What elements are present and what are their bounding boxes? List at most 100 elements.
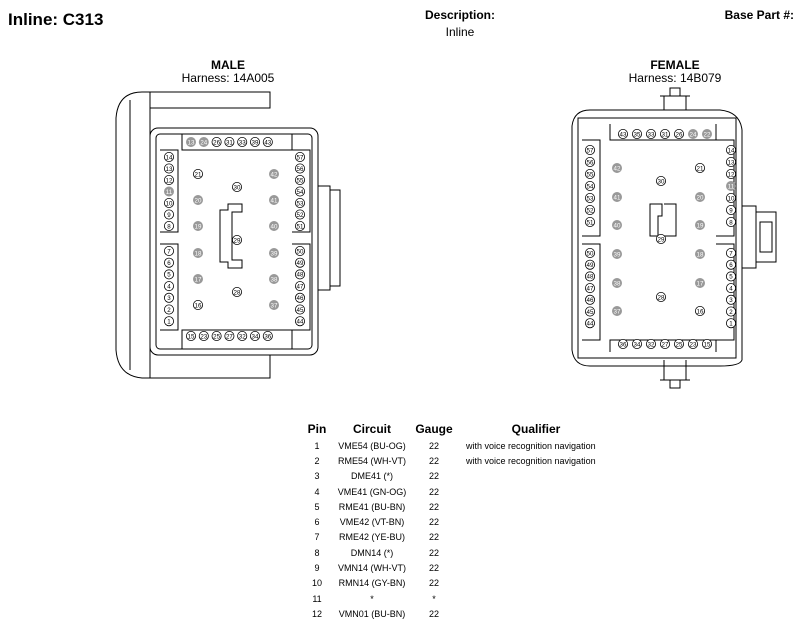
qualifier-cell: with voice recognition navigation xyxy=(466,440,596,451)
pin-circle xyxy=(695,162,706,173)
pin-circle xyxy=(726,318,737,329)
pin-label: 28 xyxy=(234,289,241,296)
pin-label: 57 xyxy=(587,147,594,154)
pin-label: 54 xyxy=(297,189,304,196)
qualifier-column-header: Qualifier xyxy=(511,422,561,436)
pin-circle xyxy=(585,216,596,227)
pin-label: 1 xyxy=(167,319,171,326)
pin-label: 32 xyxy=(648,341,655,348)
pin-cell: 11 xyxy=(312,593,322,604)
pin-table-header-row: Pin Circuit Gauge Qualifier xyxy=(302,422,616,438)
pin-circle xyxy=(656,291,667,302)
pin-label: 13 xyxy=(728,159,735,166)
pin-label: 2 xyxy=(729,309,733,316)
male-harness-label: Harness: 14A005 xyxy=(181,71,275,85)
pin-circle xyxy=(268,273,279,284)
gauge-cell: 22 xyxy=(428,532,439,543)
pin-cell: 6 xyxy=(314,517,320,528)
qualifier-cell xyxy=(456,606,616,621)
gauge-cell: 22 xyxy=(428,547,439,558)
pin-circle xyxy=(268,168,279,179)
pin-circle xyxy=(618,338,629,349)
pin-cell: 8 xyxy=(314,547,320,558)
gauge-cell: 22 xyxy=(428,440,439,451)
pin-circle xyxy=(163,209,174,220)
pin-circle xyxy=(268,194,279,205)
pin-label: 38 xyxy=(614,280,621,287)
pin-circle xyxy=(585,283,596,294)
pin-circle xyxy=(211,136,222,147)
pin-circle xyxy=(585,294,596,305)
pin-circle xyxy=(674,338,685,349)
pin-label: 19 xyxy=(195,223,202,230)
pin-label: 8 xyxy=(167,223,171,230)
pin-label: 42 xyxy=(271,171,278,178)
pin-label: 55 xyxy=(587,171,594,178)
pin-circle xyxy=(612,277,623,288)
pin-circle xyxy=(294,316,305,327)
base-part-label: Base Part #: xyxy=(724,8,794,22)
pin-label: 7 xyxy=(167,248,171,255)
pin-circle xyxy=(612,219,623,230)
pin-label: 14 xyxy=(728,147,735,154)
pin-label: 51 xyxy=(587,219,594,226)
circuit-cell: VME42 (VT-BN) xyxy=(339,517,405,528)
pin-circle xyxy=(294,304,305,315)
pin-label: 33 xyxy=(648,131,655,138)
pin-circle xyxy=(185,330,196,341)
qualifier-cell xyxy=(456,530,616,545)
pin-label: 24 xyxy=(200,139,207,146)
pin-circle xyxy=(585,156,596,167)
pin-label: 52 xyxy=(297,212,304,219)
pin-circle xyxy=(585,192,596,203)
pin-label: 40 xyxy=(614,222,621,229)
pin-circle xyxy=(163,163,174,174)
qualifier-cell xyxy=(456,469,616,484)
circuit-cell: VME41 (GN-OG) xyxy=(337,486,407,497)
pin-label: 52 xyxy=(587,207,594,214)
pin-circle xyxy=(231,181,242,192)
pin-circle xyxy=(656,233,667,244)
pin-circle xyxy=(294,281,305,292)
qualifier-cell xyxy=(456,591,616,606)
pin-circle xyxy=(612,305,623,316)
pin-label: 16 xyxy=(697,308,704,315)
pin-label: 31 xyxy=(226,139,233,146)
pin-label: 43 xyxy=(620,131,627,138)
pin-circle xyxy=(695,305,706,316)
pin-label: 57 xyxy=(297,154,304,161)
pin-label: 23 xyxy=(200,333,207,340)
pin-circle xyxy=(660,338,671,349)
pin-label: 12 xyxy=(728,171,735,178)
pin-label: 11 xyxy=(166,189,173,196)
description-value: Inline xyxy=(445,25,475,39)
pin-label: 8 xyxy=(729,219,733,226)
pin-label: 10 xyxy=(166,200,173,207)
pin-label: 32 xyxy=(239,333,246,340)
pin-label: 44 xyxy=(297,319,304,326)
gauge-cell: 22 xyxy=(428,501,439,512)
pin-label: 15 xyxy=(188,333,195,340)
gauge-cell: 22 xyxy=(428,608,439,619)
pin-circle xyxy=(585,259,596,270)
pin-label: 35 xyxy=(634,131,641,138)
pin-label: 34 xyxy=(634,341,641,348)
pin-label: 30 xyxy=(234,184,241,191)
pin-label: 44 xyxy=(587,321,594,328)
pin-circle xyxy=(695,191,706,202)
pin-circle xyxy=(268,220,279,231)
pin-circle xyxy=(726,144,737,155)
pin-label: 11 xyxy=(728,183,735,190)
circuit-column-header: Circuit xyxy=(352,422,391,436)
pin-label: 5 xyxy=(167,272,171,279)
qualifier-cell: with voice recognition navigation xyxy=(466,455,596,466)
pin-label: 36 xyxy=(264,333,271,340)
pin-label: 45 xyxy=(297,307,304,314)
pin-circle xyxy=(163,304,174,315)
pin-circle xyxy=(294,197,305,208)
pin-label: 21 xyxy=(195,171,202,178)
pin-circle xyxy=(224,136,235,147)
